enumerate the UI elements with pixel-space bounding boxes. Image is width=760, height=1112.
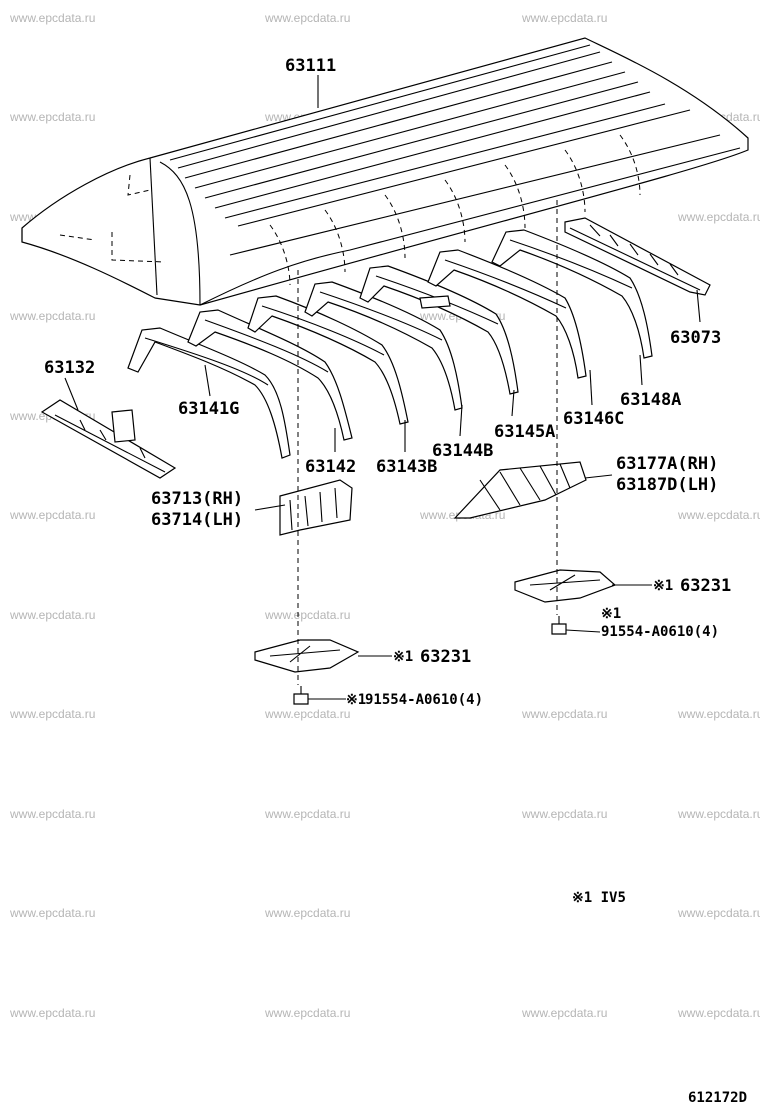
- label-plate-right-mark: ※1: [653, 578, 673, 594]
- label-bow-6: 63146C: [563, 409, 624, 429]
- watermark: www.epcdata.ru: [677, 707, 760, 721]
- label-bracket-rh-rear: 63177A(RH): [616, 454, 718, 474]
- watermark: www.epcdata.ru: [521, 807, 607, 821]
- label-bow-5: 63145A: [494, 422, 555, 442]
- watermark: www.epcdata.ru: [9, 309, 95, 323]
- watermark: www.epcdata.ru: [9, 110, 95, 124]
- watermark: www.epcdata.ru: [677, 807, 760, 821]
- label-bolt-right: 91554-A0610(4): [601, 624, 719, 640]
- watermark: www.epcdata.ru: [677, 508, 760, 522]
- watermark: www.epcdata.ru: [9, 707, 95, 721]
- label-bolt-right-mark: ※1: [601, 606, 621, 622]
- watermark: www.epcdata.ru: [9, 508, 95, 522]
- label-rear-header: 63073: [670, 328, 721, 348]
- watermark: www.epcdata.ru: [521, 11, 607, 25]
- watermark: www.epcdata.ru: [9, 608, 95, 622]
- watermark: www.epcdata.ru: [677, 906, 760, 920]
- footnote: ※1 IV5: [572, 890, 626, 906]
- label-bow-4: 63144B: [432, 441, 493, 461]
- watermark: www.epcdata.ru: [9, 906, 95, 920]
- watermark: www.epcdata.ru: [264, 11, 350, 25]
- label-bow-7: 63148A: [620, 390, 681, 410]
- front-header-drawing: [40, 399, 177, 479]
- plates-drawing: [254, 569, 617, 673]
- rear-header-drawing: [564, 217, 711, 296]
- roof-bows-drawing: [127, 229, 653, 459]
- part-labels: 63111 63073 63132 63141G 63142 63143B 63…: [44, 56, 747, 1106]
- watermark: www.epcdata.ru: [264, 807, 350, 821]
- label-bolt-left-mark: ※1: [346, 692, 366, 708]
- watermark: www.epcdata.ru: [264, 1006, 350, 1020]
- leader-lines: [64, 75, 701, 700]
- watermark: www.epcdata.ru: [521, 707, 607, 721]
- alignment-lines: [297, 200, 558, 685]
- watermark: www.epcdata.ru: [9, 807, 95, 821]
- label-bow-1: 63141G: [178, 399, 239, 419]
- label-bow-2: 63142: [305, 457, 356, 477]
- watermark: www.epcdata.ru: [521, 1006, 607, 1020]
- label-plate-left-mark: ※1: [393, 649, 413, 665]
- watermark: www.epcdata.ru: [9, 11, 95, 25]
- roof-panel-drawing: [21, 37, 749, 306]
- figure-id: 612172D: [688, 1090, 747, 1106]
- watermark: www.epcdata.ru: [264, 707, 350, 721]
- label-bracket-rh-front: 63713(RH): [151, 489, 243, 509]
- label-front-header: 63132: [44, 358, 95, 378]
- watermark: www.epcdata.ru: [677, 210, 760, 224]
- brackets-drawing: [279, 461, 587, 536]
- label-bracket-lh-rear: 63187D(LH): [616, 475, 718, 495]
- label-bow-3: 63143B: [376, 457, 437, 477]
- label-plate-right: 63231: [680, 576, 731, 596]
- watermark: www.epcdata.ru: [264, 906, 350, 920]
- label-plate-left: 63231: [420, 647, 471, 667]
- watermark: www.epcdata.ru: [264, 608, 350, 622]
- label-bolt-left: 91554-A0610(4): [365, 692, 483, 708]
- label-roof-panel: 63111: [285, 56, 336, 76]
- watermark: www.epcdata.ru: [9, 1006, 95, 1020]
- bolts-drawing: [293, 616, 567, 705]
- label-bracket-lh-front: 63714(LH): [151, 510, 243, 530]
- watermark: www.epcdata.ru: [677, 1006, 760, 1020]
